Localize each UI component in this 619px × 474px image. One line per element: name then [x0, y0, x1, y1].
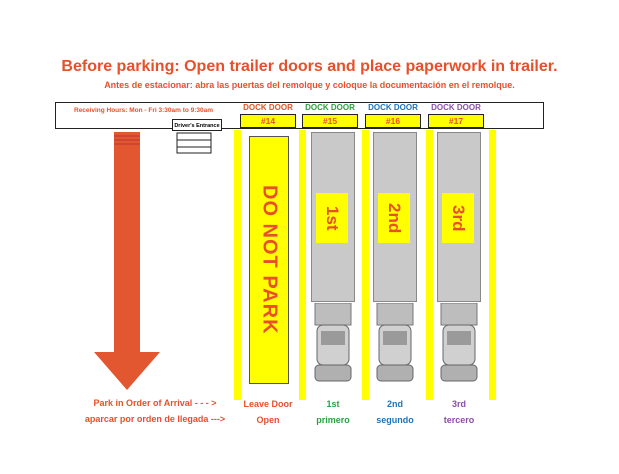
order-badge-3rd: 3rd: [442, 193, 474, 243]
lane-stripe: [489, 130, 496, 400]
truck-cab-icon: [440, 303, 478, 382]
receiving-hours: Receiving Hours: Mon - Fri 3:30am to 9:3…: [74, 107, 214, 114]
order-badge-text: 2nd: [385, 202, 404, 234]
dock-14-bottom-en: Leave Door: [243, 399, 293, 409]
dock-15-bottom-es: primero: [316, 415, 350, 425]
truck-cab-icon: [314, 303, 352, 382]
dock-17-bottom-es: tercero: [443, 415, 475, 425]
dock-number-15: #15: [302, 114, 358, 128]
do-not-park-zone: [249, 136, 289, 384]
order-badge-text: 3rd: [449, 204, 468, 232]
dock-number-17: #17: [428, 114, 484, 128]
dock-number-14: #14: [240, 114, 296, 128]
page-title: Before parking: Open trailer doors and p…: [61, 58, 558, 75]
arrival-order-en: Park in Order of Arrival - - - >: [93, 398, 217, 408]
dock-door-label-14: DOCK DOOR: [243, 103, 293, 112]
lane-stripe: [426, 130, 433, 400]
order-badge-2nd: 2nd: [378, 193, 410, 243]
dock-door-label-16: DOCK DOOR: [368, 103, 418, 112]
lane-stripe: [299, 130, 306, 400]
lane-stripe: [362, 130, 369, 400]
dock-door-label-15: DOCK DOOR: [305, 103, 355, 112]
dock-16-bottom-es: segundo: [376, 415, 414, 425]
drivers-entrance-icon: [176, 132, 212, 154]
do-not-park-text-wrap: DO NOT PARK: [249, 136, 289, 384]
order-badge-1st: 1st: [316, 193, 348, 243]
order-badge-text: 1st: [323, 205, 342, 231]
truck-cab-icon: [376, 303, 414, 382]
dock-17-bottom-en: 3rd: [451, 399, 466, 409]
dock-15-bottom-en: 1st: [326, 399, 340, 409]
lane-stripe: [234, 130, 241, 400]
do-not-park-text: DO NOT PARK: [258, 185, 281, 335]
dock-number-16: #16: [365, 114, 421, 128]
page-subtitle: Antes de estacionar: abra las puertas de…: [104, 80, 515, 90]
drivers-entrance-label: Driver's Entrance: [172, 119, 222, 131]
dock-door-label-17: DOCK DOOR: [431, 103, 481, 112]
dock-14-bottom-es: Open: [256, 415, 280, 425]
arrival-order-es: aparcar por orden de llegada --->: [84, 414, 226, 424]
dock-16-bottom-en: 2nd: [386, 399, 403, 409]
dock-header-bar: [55, 102, 544, 129]
arrival-arrow-icon: [94, 132, 160, 390]
